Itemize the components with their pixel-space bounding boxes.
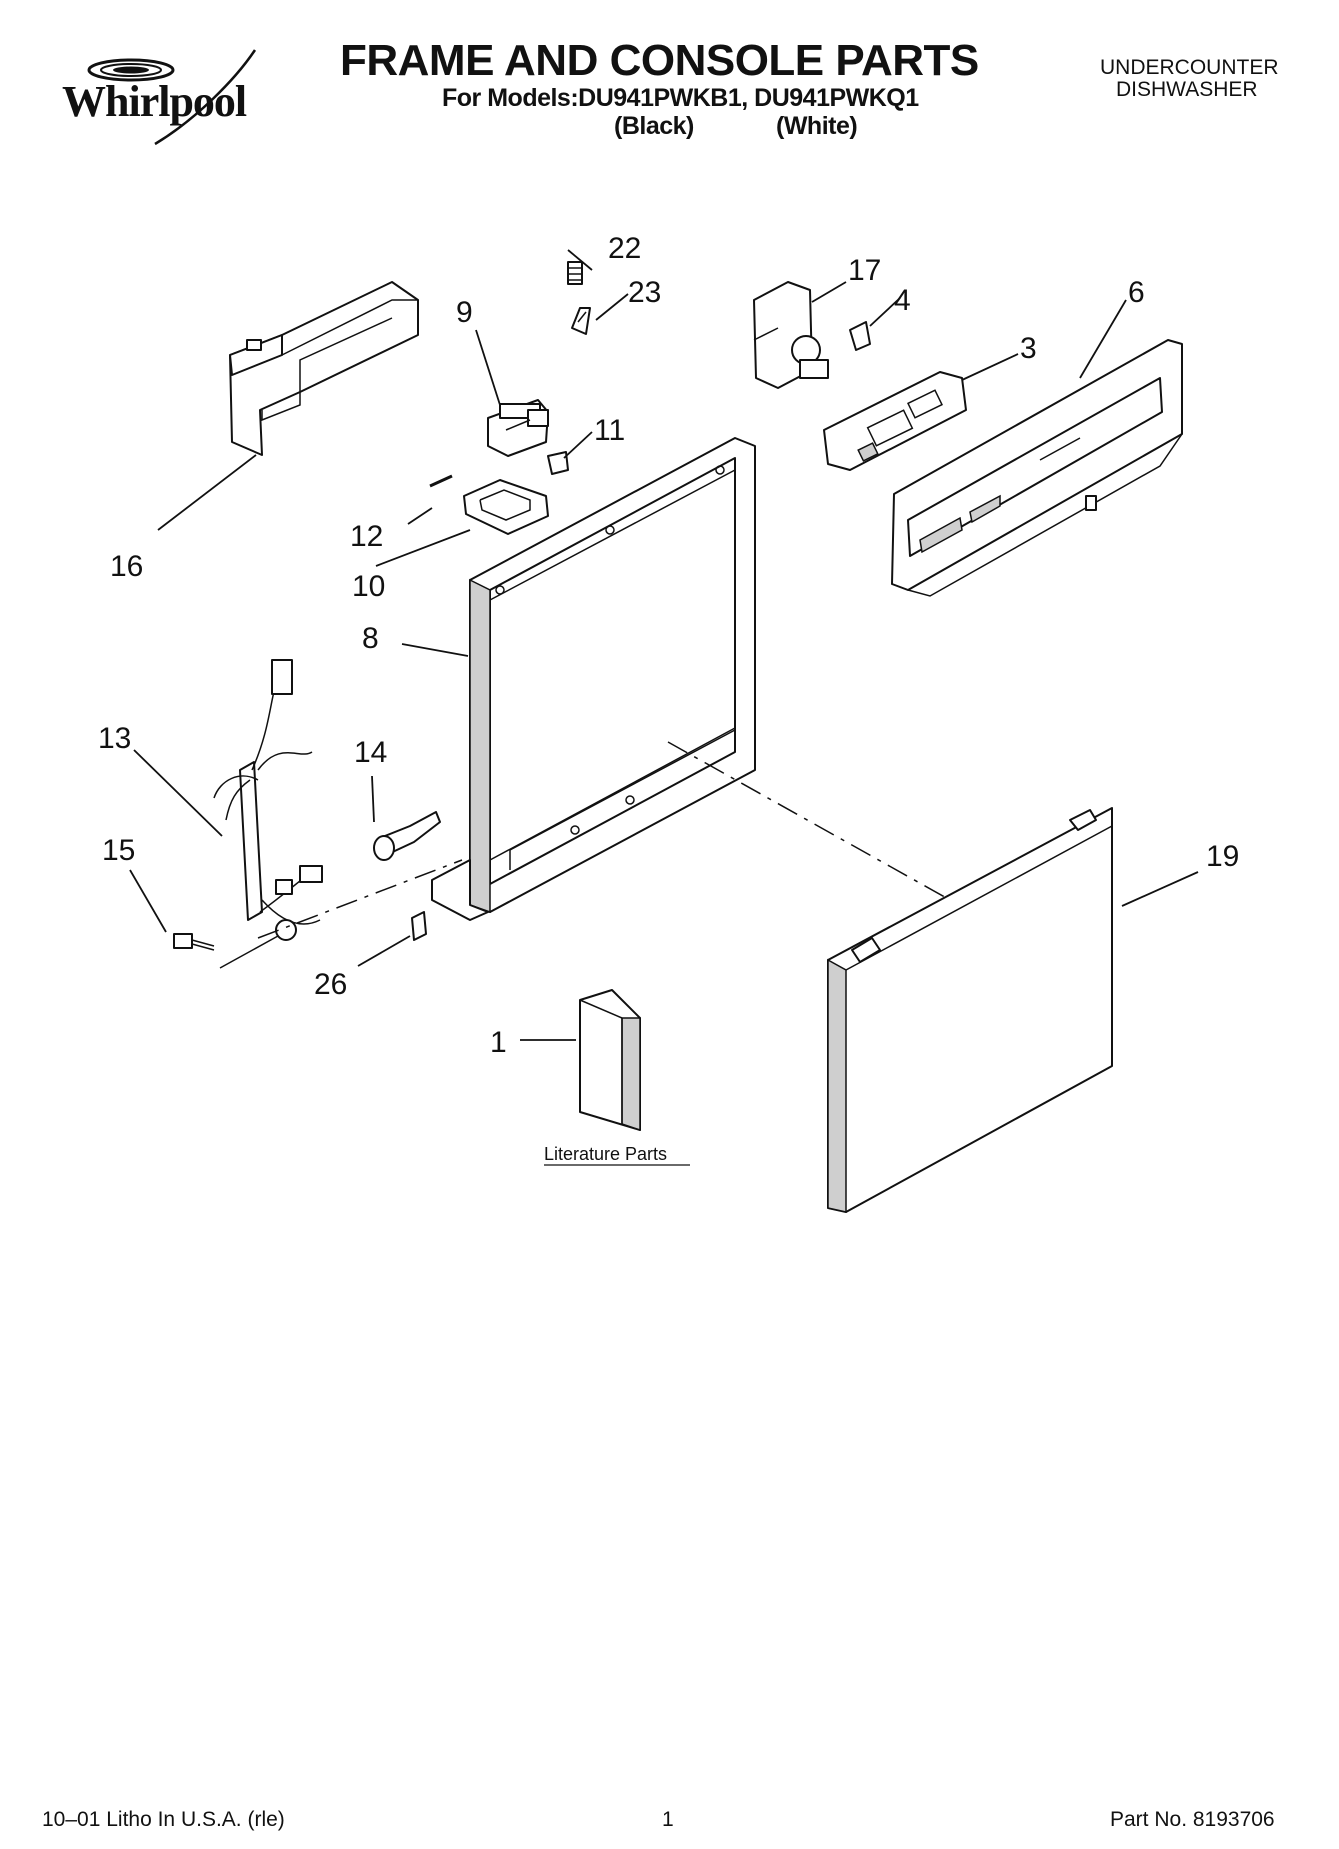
footer-page-number: 1 [662,1808,674,1831]
part-14-sensor [373,811,441,861]
part-3-control-panel [823,371,967,471]
part-16-cover [229,281,419,456]
whirlpool-logo [87,49,257,146]
callout-12: 12 [350,520,383,553]
brand-wordmark: Whirlpool [62,77,247,126]
part-8-frame [431,437,756,921]
product-type-line-1: UNDERCOUNTER [1100,56,1279,79]
part-23-latch [571,307,591,335]
callout-26: 26 [314,968,347,1001]
page-title: FRAME AND CONSOLE PARTS [340,36,979,85]
callout-23: 23 [628,276,661,309]
product-type-line-2: DISHWASHER [1116,78,1258,101]
variant-black: (Black) [614,112,694,140]
literature-parts-label: Literature Parts [544,1144,667,1164]
callout-6: 6 [1128,276,1145,309]
part-15-screw [173,933,215,951]
part-13-wire-harness [213,659,323,969]
callout-13: 13 [98,722,131,755]
leader-lines [129,249,1199,1041]
part-22-spring [567,261,583,285]
part-10-bracket [463,479,549,535]
footer-print-info: 10–01 Litho In U.S.A. (rle) [42,1808,285,1831]
part-12-pin [429,474,453,488]
callout-10: 10 [352,570,385,603]
callout-4: 4 [894,284,911,317]
callout-15: 15 [102,834,135,867]
callout-9: 9 [456,296,473,329]
callout-17: 17 [848,254,881,287]
part-9-latch-assembly [487,399,549,457]
part-26-clip [411,911,427,941]
part-11-switch [547,451,569,475]
callout-22: 22 [608,232,641,265]
callout-19: 19 [1206,840,1239,873]
part-1-literature [579,989,641,1132]
callout-16: 16 [110,550,143,583]
callout-14: 14 [354,736,387,769]
callout-1: 1 [490,1026,507,1059]
part-4-clip [849,321,871,351]
part-19-door-panel [827,807,1113,1213]
callout-8: 8 [362,622,379,655]
models-line: For Models:DU941PWKB1, DU941PWKQ1 [442,84,919,112]
part-17-switch-housing [753,281,829,389]
part-6-console [891,339,1183,597]
callout-11: 11 [594,414,625,447]
callout-3: 3 [1020,332,1037,365]
footer-part-number: Part No. 8193706 [1110,1808,1275,1831]
variant-white: (White) [776,112,858,140]
